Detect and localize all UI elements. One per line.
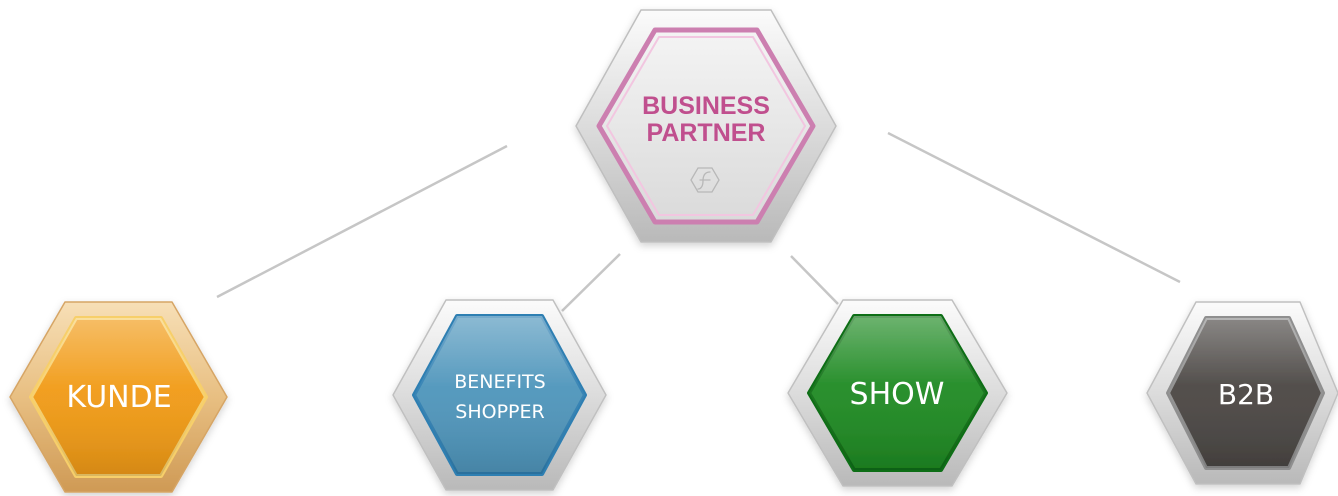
root-face (596, 27, 816, 225)
connector-show (790, 255, 839, 305)
node-show[interactable]: SHOW (787, 299, 1008, 487)
kunde-label: KUNDE (66, 380, 171, 415)
script-f-hexagon-icon (690, 167, 720, 193)
node-kunde[interactable]: KUNDE (9, 301, 228, 493)
node-benefits-shopper[interactable]: BENEFITS SHOPPER (392, 299, 607, 491)
node-b2b[interactable]: B2B (1146, 301, 1338, 485)
show-gloss (809, 316, 986, 470)
connector-benefits (561, 253, 621, 312)
connector-b2b (887, 131, 1181, 284)
root-label-line-2: PARTNER (647, 119, 766, 147)
root-label-line-1: BUSINESS (642, 92, 770, 120)
benefits-label-line-2: SHOPPER (455, 401, 544, 423)
benefits-gloss (414, 316, 585, 474)
root-inner-glow (606, 36, 806, 216)
benefits-label-line-1: BENEFITS (454, 371, 545, 393)
b2b-label: B2B (1218, 378, 1274, 411)
show-label: SHOW (850, 377, 945, 412)
connector-kunde (216, 144, 508, 299)
b2b-gloss (1168, 318, 1323, 468)
node-business-partner[interactable]: BUSINESS PARTNER (575, 9, 837, 243)
kunde-gloss (31, 318, 206, 476)
